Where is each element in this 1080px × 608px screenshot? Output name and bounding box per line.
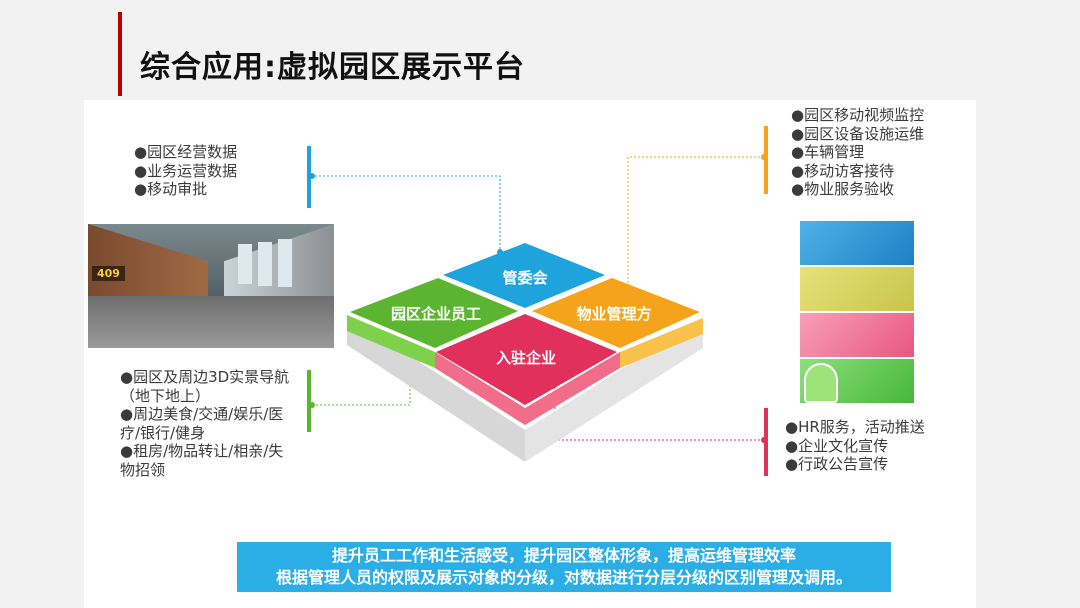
list-item: ●车辆管理 xyxy=(791,143,865,161)
summary-line-2: 根据管理人员的权限及展示对象的分级，对数据进行分层分级的区别管理及调用。 xyxy=(275,568,852,587)
list-item: ●行政公告宣传 xyxy=(785,455,889,473)
list-right-top: ●园区移动视频监控 ●园区设备设施运维 ●车辆管理 ●移动访客接待 ●物业服务验… xyxy=(791,106,924,199)
page-title: 综合应用:虚拟园区展示平台 xyxy=(140,50,525,85)
list-item: ●周边美食/交通/娱乐/医 疗/银行/健身 xyxy=(120,405,284,442)
app-thumbnail xyxy=(800,221,914,265)
list-item: ●HR服务，活动推送 xyxy=(785,418,925,436)
summary-banner: 提升员工工作和生活感受，提升园区整体形象，提高运维管理效率 根据管理人员的权限及… xyxy=(237,542,891,592)
summary-line-1: 提升员工工作和生活感受，提升园区整体形象，提高运维管理效率 xyxy=(331,546,796,565)
list-item: ●业务运营数据 xyxy=(134,161,238,180)
app-thumbnail xyxy=(800,359,914,403)
list-item: ●移动访客接待 xyxy=(791,161,895,180)
app-thumbnail xyxy=(800,313,914,357)
corridor-floor xyxy=(88,296,334,348)
list-left-bottom: ●园区及周边3D实景导航 （地下地上） ●周边美食/交通/娱乐/医 疗/银行/健… xyxy=(120,368,305,479)
window xyxy=(258,242,272,286)
list-item: ●物业服务验收 xyxy=(791,180,895,198)
app-thumbnail xyxy=(800,267,914,311)
window xyxy=(278,239,292,287)
title-accent-bar xyxy=(118,12,122,96)
app-thumbnails xyxy=(800,221,914,405)
list-item: ●园区设备设施运维 xyxy=(791,124,925,143)
3d-navigation-screenshot: 409 xyxy=(88,224,334,348)
list-right-bottom: ●HR服务，活动推送 ●企业文化宣传 ●行政公告宣传 xyxy=(785,418,925,474)
list-item: ●移动审批 xyxy=(134,180,208,198)
list-item: ●企业文化宣传 xyxy=(785,436,889,455)
list-left-top: ●园区经营数据 ●业务运营数据 ●移动审批 xyxy=(134,143,237,199)
room-number-tag: 409 xyxy=(92,266,125,281)
list-item: ●园区移动视频监控 xyxy=(791,106,925,124)
list-item: ●园区经营数据 xyxy=(134,143,238,161)
list-item: ●园区及周边3D实景导航 （地下地上） xyxy=(120,368,290,405)
list-item: ●租房/物品转让/相亲/失 物招领 xyxy=(120,442,284,479)
cartoon-avatar xyxy=(804,363,838,403)
window xyxy=(238,244,252,284)
